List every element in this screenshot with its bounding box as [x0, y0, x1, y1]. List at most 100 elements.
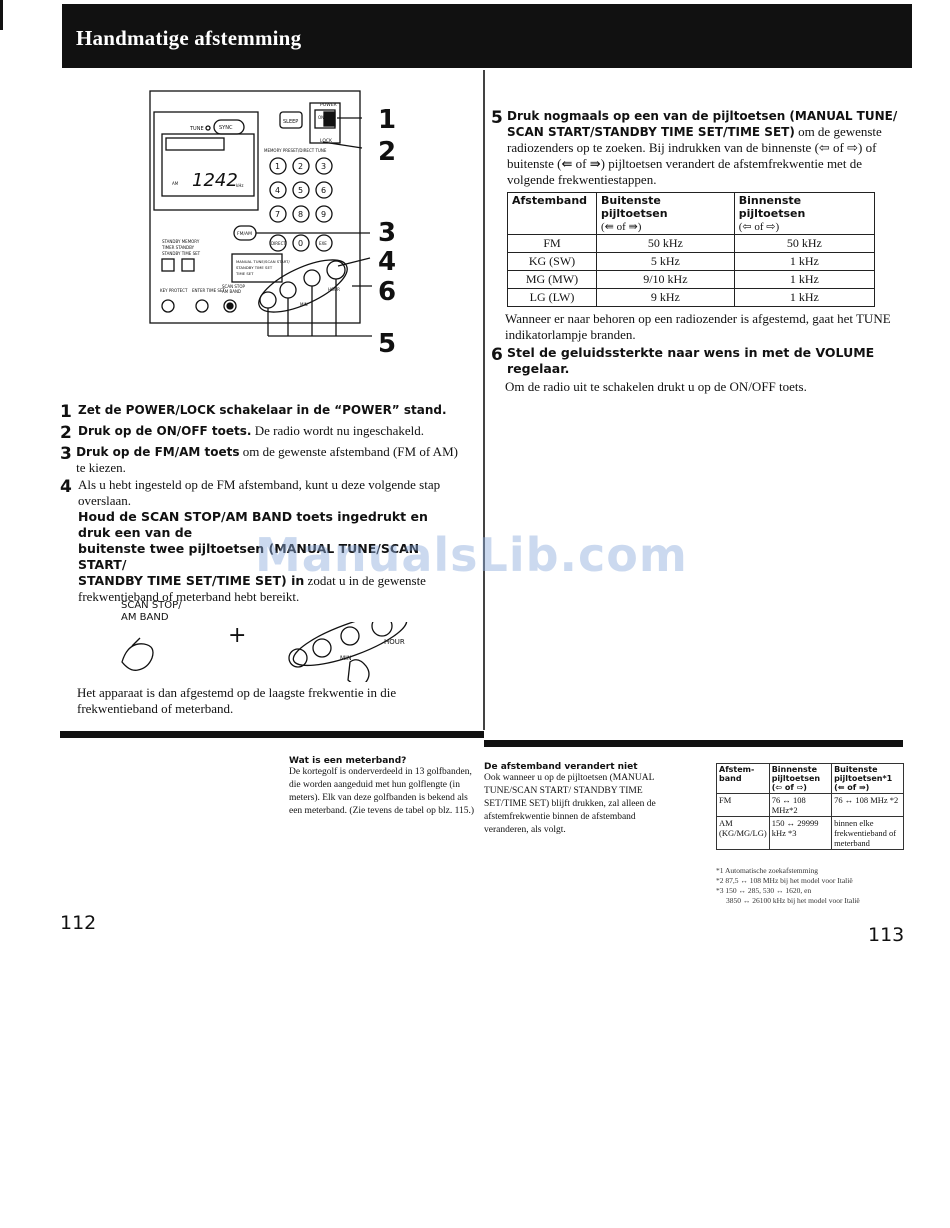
key-7: 7 [275, 210, 280, 219]
lock-label: LOCK [320, 138, 333, 144]
table-cell: 9 kHz [596, 288, 735, 307]
key-3: 3 [321, 162, 326, 171]
scan-stop-caption-1: SCAN STOP/ [121, 600, 182, 611]
step-4-text: Als u hebt ingesteld op de FM afstemband… [78, 477, 441, 508]
left-after-text: Het apparaat is dan afgestemd op de laag… [77, 685, 397, 716]
bottom-rule-right [484, 740, 903, 747]
sync-label: SYNC [219, 125, 233, 131]
display-frequency: 1242 [192, 170, 238, 191]
step-1: 1 Zet de POWER/LOCK schakelaar in de “PO… [60, 402, 465, 422]
page-number-right: 113 [868, 924, 905, 946]
step-6: 6 Stel de geluidssterkte naar wens in me… [491, 345, 911, 377]
table-row: LG (LW) 9 kHz 1 kHz [507, 288, 876, 307]
page-number-left: 112 [60, 912, 97, 934]
footnote: *3 150 ↔ 285, 530 ↔ 1620, en [716, 886, 812, 895]
exe-label: EXE [319, 241, 327, 246]
table-cell: 1 kHz [733, 270, 876, 289]
manual-tune-label: MANUAL TUNE/SCAN START/ [236, 259, 290, 264]
memory-preset-label: MEMORY PRESET/DIRECT TUNE [264, 148, 327, 153]
table-header: Binnenste pijltoetsen (⇦ of ⇨) [768, 763, 833, 794]
step-6-text: Om de radio uit te schakelen drukt u op … [505, 379, 807, 394]
table-cell: MG (MW) [507, 270, 597, 289]
am-band-label: AM BAND [222, 289, 241, 294]
table-cell: FM [716, 793, 770, 817]
key-2: 2 [298, 162, 303, 171]
left-steps: 1 Zet de POWER/LOCK schakelaar in de “PO… [60, 402, 465, 605]
footnote: *1 Automatische zoekafstemming [716, 866, 819, 875]
step-5: 5 Druk nogmaals op een van de pijltoetse… [491, 108, 911, 188]
display-am: AM [172, 181, 179, 186]
step-3: 3 Druk op de FM/AM toets om de gewenste … [60, 444, 465, 476]
callout-4: 4 [378, 247, 396, 277]
step-5-text: om de gewenste radiozenders op te zoeken… [507, 124, 882, 187]
meterband-title: Wat is een meterband? [289, 756, 407, 766]
table-cell: LG (LW) [507, 288, 597, 307]
key-0: 0 [298, 239, 303, 248]
footnote: 3850 ↔ 26100 kHz bij het model voor Ital… [726, 896, 860, 905]
table-cell: 50 kHz [596, 234, 735, 253]
page-title: Handmatige afstemming [76, 26, 302, 50]
table-row: FM 50 kHz 50 kHz [507, 234, 876, 253]
step-number: 2 [60, 423, 72, 443]
watermark: ManualsLib.com [255, 528, 688, 582]
table-row: AM (KG/MG/LG) 150 ↔ 29999 kHz *3 binnen … [716, 816, 904, 850]
bottom-rule-left [60, 731, 484, 738]
footnote: *2 87,5 ↔ 108 MHz bij het model voor Ita… [716, 876, 853, 885]
min-label: MIN [300, 302, 308, 307]
table-cell: 76 ↔ 108 MHz *2 [831, 793, 904, 817]
right-column: 5 Druk nogmaals op een van de pijltoetse… [491, 108, 911, 395]
step-number: 6 [491, 345, 503, 365]
meterband-body: De kortegolf is onderverdeeld in 13 golf… [289, 767, 475, 816]
key-1: 1 [275, 162, 280, 171]
hand-press-figure: + MIN HOUR [121, 622, 408, 682]
table-cell: 5 kHz [596, 252, 735, 271]
afstemband-note: De afstemband verandert niet Ook wanneer… [484, 762, 674, 837]
table-cell: 9/10 kHz [596, 270, 735, 289]
step-number: 4 [60, 477, 72, 497]
table-cell: KG (SW) [507, 252, 597, 271]
standby-time-set2-label: STANDBY TIME SET [236, 265, 273, 270]
plus-sign: + [228, 623, 246, 648]
meterband-note: Wat is een meterband? De kortegolf is on… [289, 756, 475, 818]
header-bar [62, 4, 912, 68]
table-header: Afstemband [507, 192, 597, 235]
scan-stop-caption: SCAN STOP/ AM BAND [121, 600, 182, 624]
callout-5: 5 [378, 329, 396, 356]
header-sub: (⇦ of ⇨) [738, 221, 780, 233]
step-2-bold: Druk op de ON/OFF toets. [78, 424, 252, 438]
key-protect-label: KEY PROTECT [160, 288, 188, 293]
hour-label: HOUR [328, 287, 340, 292]
table-row: FM 76 ↔ 108 MHz*2 76 ↔ 108 MHz *2 [716, 793, 904, 817]
edge-mark [0, 0, 3, 30]
table-cell: 76 ↔ 108 MHz*2 [768, 793, 833, 817]
after-table-text: Wanneer er naar behoren op een radiozend… [505, 311, 891, 342]
callout-3: 3 [378, 218, 396, 248]
header-text: Buitenste pijltoetsen [601, 194, 668, 220]
table-header: Binnenste pijltoetsen(⇦ of ⇨) [733, 192, 876, 235]
table-cell: 1 kHz [733, 288, 876, 307]
step-2-text: De radio wordt nu ingeschakeld. [251, 423, 425, 438]
time-set-label: TIME SET [235, 271, 254, 276]
afstemband-title: De afstemband verandert niet [484, 762, 638, 772]
callout-6: 6 [378, 277, 396, 307]
step-4-bold-1: Houd de SCAN STOP/AM BAND toets ingedruk… [78, 509, 428, 540]
step-number: 3 [60, 444, 72, 464]
step-4: 4 Als u hebt ingesteld op de FM afstemba… [60, 477, 465, 605]
step-2: 2 Druk op de ON/OFF toets. De radio word… [60, 423, 465, 443]
display-unit: kHz [236, 183, 243, 188]
table-cell: binnen elke frekwentieband of meterband [831, 816, 904, 850]
band-range-table: Afstem-band Binnenste pijltoetsen (⇦ of … [716, 763, 904, 850]
step-4-tail: zodat u in de gewenste frekwentieband of… [78, 573, 426, 604]
enter-time-set-label: ENTER TIME SET [192, 288, 225, 293]
on-label: ON [318, 115, 324, 120]
table-cell: 1 kHz [733, 252, 876, 271]
header-text: Binnenste pijltoetsen [738, 194, 806, 220]
step-6-bold: Stel de geluidssterkte naar wens in met … [507, 345, 875, 376]
step-3-text: om de gewenste afstemband (FM of AM) te … [76, 444, 458, 475]
table-header: Buitenste pijltoetsen(⇚ of ⇛) [596, 192, 735, 235]
radio-control-panel-figure: TUNE SYNC AM 1242 kHz SLEEP POWER ON LOC… [149, 90, 396, 356]
step-4-bold-3: STANDBY TIME SET/TIME SET) in [78, 573, 305, 588]
timer-standby-label: TIMER STANDBY [161, 245, 195, 250]
hand-left-icon [121, 643, 154, 671]
step-1-bold: Zet de POWER/LOCK schakelaar in de “POWE… [78, 403, 447, 417]
